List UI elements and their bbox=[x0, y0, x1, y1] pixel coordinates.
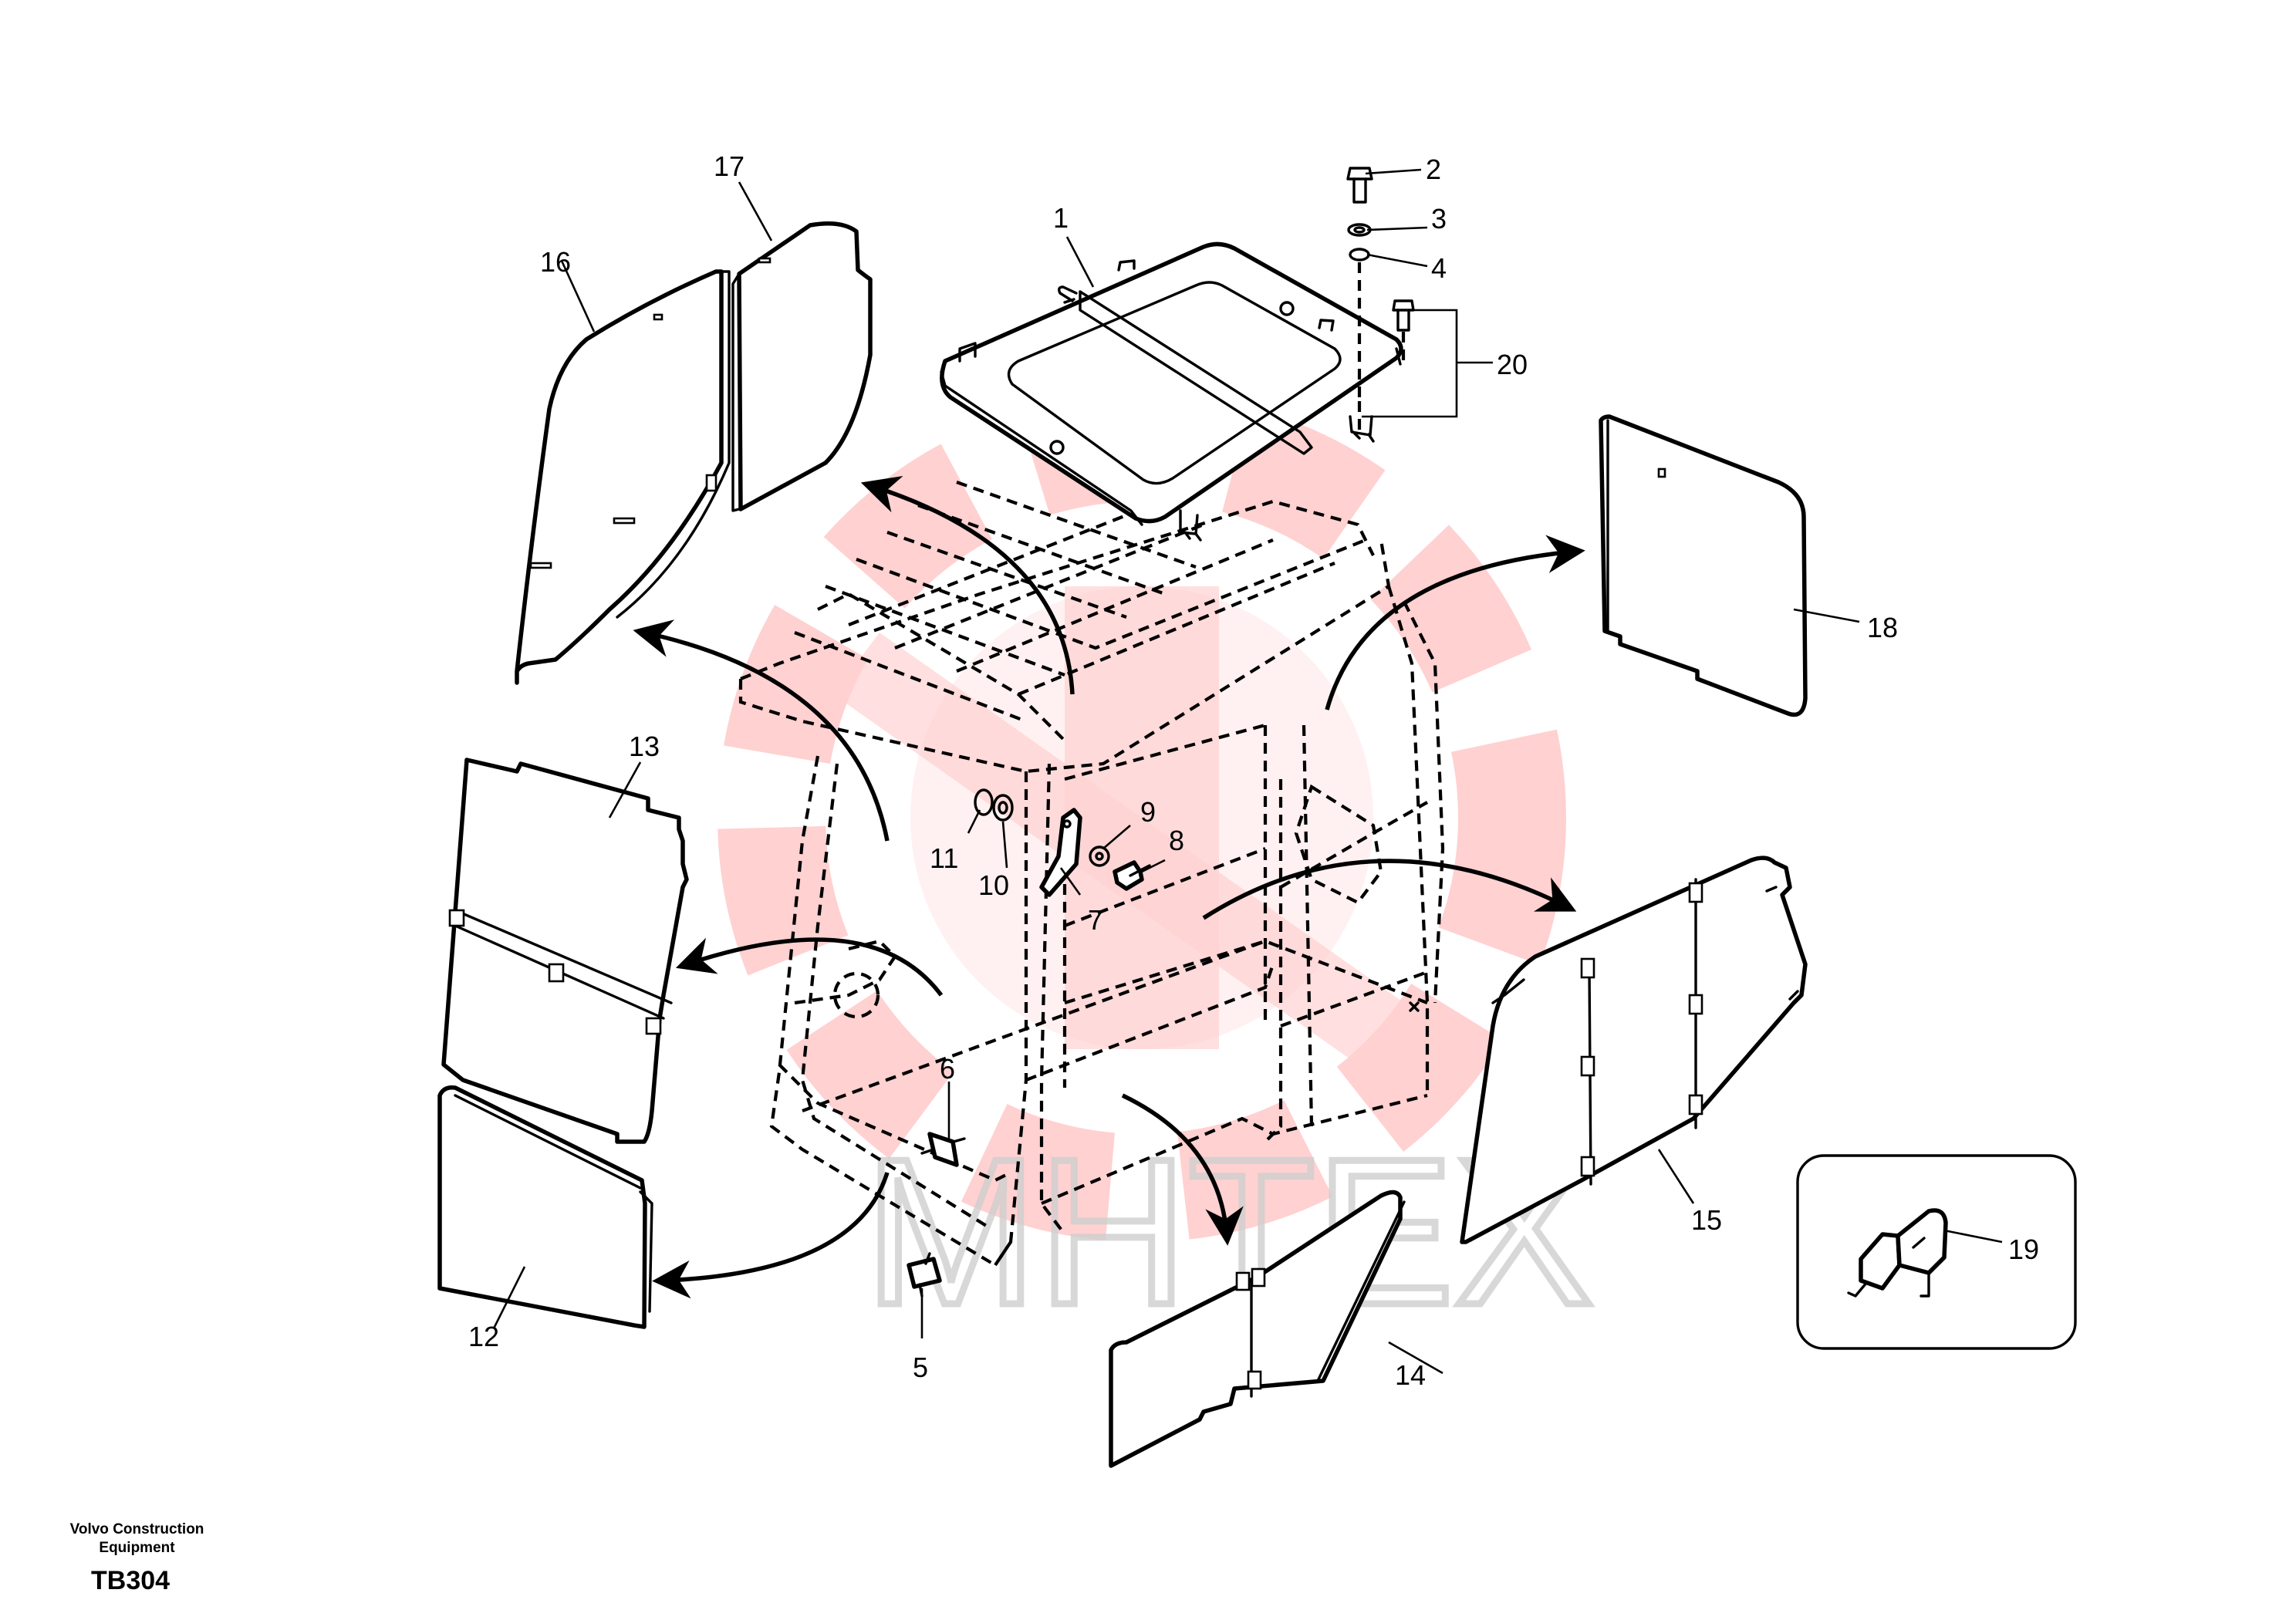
callout-6: 6 bbox=[940, 1053, 955, 1085]
callout-18: 18 bbox=[1867, 612, 1898, 643]
callout-1: 1 bbox=[1053, 202, 1069, 234]
side-window-16 bbox=[515, 269, 731, 685]
small-parts bbox=[907, 788, 1151, 1298]
roof-hatch bbox=[940, 241, 1403, 542]
callout-2: 2 bbox=[1426, 154, 1441, 185]
drawing-code: TB304 bbox=[91, 1566, 171, 1595]
callout-20: 20 bbox=[1497, 349, 1528, 380]
cab-frame bbox=[738, 481, 1445, 1267]
callout-15: 15 bbox=[1691, 1204, 1722, 1236]
detail-box-19 bbox=[1796, 1154, 2077, 1350]
side-window-17 bbox=[705, 221, 873, 512]
fasteners-top bbox=[1346, 167, 1415, 432]
manufacturer-credit-line1: Volvo Construction bbox=[69, 1521, 204, 1537]
leader-lines bbox=[492, 168, 2003, 1375]
callout-13: 13 bbox=[629, 731, 660, 762]
manufacturer-credit-line2: Equipment bbox=[99, 1540, 175, 1556]
callout-10: 10 bbox=[978, 869, 1009, 901]
lower-window-12 bbox=[437, 1085, 653, 1329]
callout-12: 12 bbox=[468, 1321, 499, 1352]
callout-19: 19 bbox=[2008, 1234, 2039, 1265]
callout-11: 11 bbox=[930, 842, 958, 874]
rear-window-18 bbox=[1599, 414, 1808, 717]
callout-9: 9 bbox=[1140, 796, 1156, 828]
callout-4: 4 bbox=[1431, 252, 1447, 284]
callout-14: 14 bbox=[1395, 1359, 1426, 1391]
callout-3: 3 bbox=[1431, 203, 1447, 235]
callout-7: 7 bbox=[1088, 904, 1103, 936]
callout-16: 16 bbox=[540, 246, 571, 278]
door-lower-window-14 bbox=[1109, 1190, 1406, 1468]
callout-labels: 1 2 3 4 20 17 16 18 13 12 14 15 19 11 10… bbox=[468, 150, 2039, 1391]
door-window-15 bbox=[1460, 856, 1808, 1244]
callout-5: 5 bbox=[913, 1352, 928, 1383]
callout-8: 8 bbox=[1169, 825, 1184, 856]
assembly-arrows bbox=[633, 476, 1585, 1299]
callout-17: 17 bbox=[714, 150, 745, 182]
front-window-13 bbox=[441, 758, 689, 1144]
